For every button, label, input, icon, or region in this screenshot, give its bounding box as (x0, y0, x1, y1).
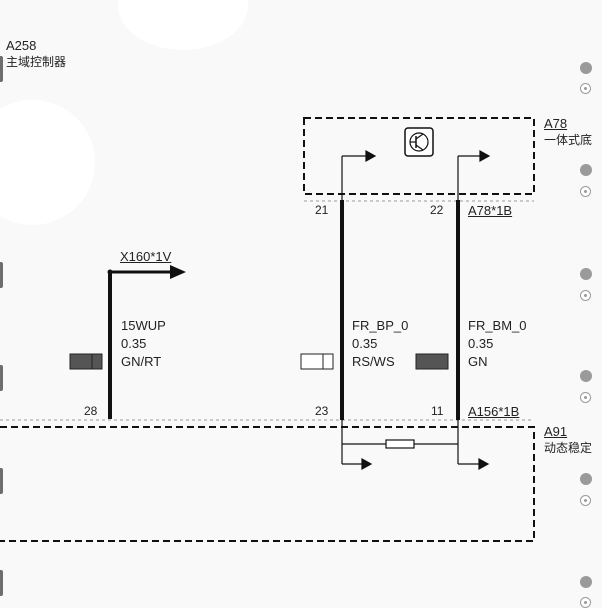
a78-pin21-arrow (341, 149, 377, 200)
a78-name: 一体式底 (544, 133, 593, 147)
wire-15wup-color: GN/RT (121, 354, 162, 369)
wire-fr-bm-0-signal: FR_BM_0 (468, 318, 527, 333)
left-edge-tab[interactable] (0, 262, 3, 288)
a91-name: 动态稳定 (544, 441, 593, 455)
zoom-icon[interactable] (580, 83, 591, 94)
document-badge-icon[interactable] (580, 164, 592, 176)
left-edge-tab[interactable] (0, 570, 3, 596)
pin-11: 11 (431, 404, 444, 418)
a91-ref[interactable]: A91 (544, 424, 568, 439)
document-badge-icon[interactable] (580, 576, 592, 588)
transistor-symbol-icon (404, 127, 434, 157)
pin-21: 21 (315, 203, 329, 217)
document-badge-icon[interactable] (580, 62, 592, 74)
wire-fr-bm-0-size: 0.35 (468, 336, 494, 351)
a78-pin22-arrow (457, 149, 491, 200)
resistor-symbol-icon (385, 439, 415, 449)
wire-fr-bp-0-signal: FR_BP_0 (352, 318, 409, 333)
a91-component-box (0, 426, 535, 542)
zoom-icon[interactable] (580, 495, 591, 506)
x160-arrow-head (170, 265, 186, 279)
swatch-rs-ws (300, 353, 334, 370)
left-edge-tab[interactable] (0, 468, 3, 494)
a78-ref[interactable]: A78 (544, 116, 568, 131)
x160-connector[interactable]: X160*1V (120, 249, 172, 264)
zoom-icon[interactable] (580, 392, 591, 403)
a78-connector[interactable]: A78*1B (468, 203, 513, 218)
a258-ref[interactable]: A258 (6, 38, 37, 53)
wire-fr-bm-0-color: GN (468, 354, 488, 369)
pin-28: 28 (84, 404, 98, 418)
wire-15wup-signal: 15WUP (121, 318, 166, 333)
a258-name: 主域控制器 (6, 55, 67, 69)
zoom-icon[interactable] (580, 290, 591, 301)
wire-fr-bp-0-color: RS/WS (352, 354, 395, 369)
swatch-gn-rt (69, 353, 103, 370)
document-badge-icon[interactable] (580, 370, 592, 382)
document-badge-icon[interactable] (580, 473, 592, 485)
a156-connector[interactable]: A156*1B (468, 404, 520, 419)
a78-component-box (303, 117, 535, 195)
wire-15wup-size: 0.35 (121, 336, 147, 351)
zoom-icon[interactable] (580, 186, 591, 197)
left-edge-tab[interactable] (0, 365, 3, 391)
left-edge-tab[interactable] (0, 56, 3, 82)
a91-internal-wiring (341, 420, 490, 471)
document-badge-icon[interactable] (580, 268, 592, 280)
wire-fr-bp-0-size: 0.35 (352, 336, 378, 351)
pin-22: 22 (430, 203, 444, 217)
swatch-gn (415, 353, 449, 370)
pin-23: 23 (315, 404, 329, 418)
